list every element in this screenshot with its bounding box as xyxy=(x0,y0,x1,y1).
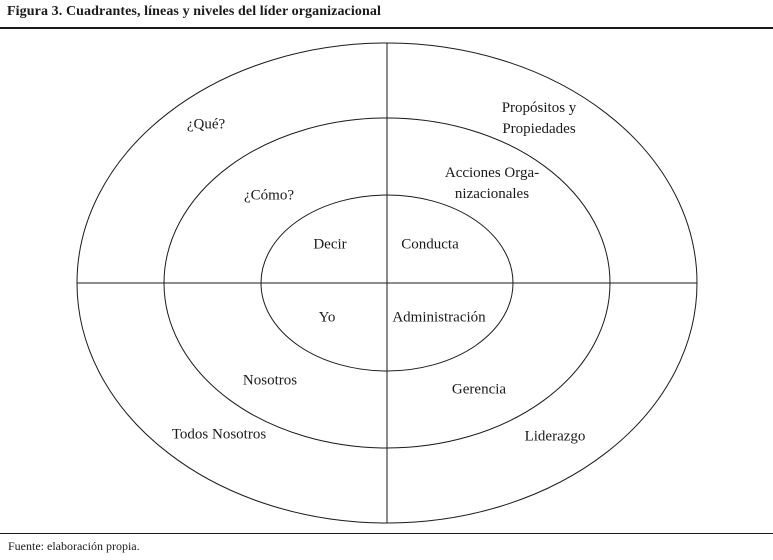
figure-title: Figura 3. Cuadrantes, líneas y niveles d… xyxy=(7,4,381,19)
label-inner-bottom-left: Yo xyxy=(318,309,336,326)
figure-source: Fuente: elaboración propia. xyxy=(8,539,140,553)
label-outer-top-left: ¿Qué? xyxy=(186,116,226,133)
label-outer-top-right: Propósitos y Propiedades xyxy=(501,100,577,137)
label-inner-top-right: Conducta xyxy=(401,236,459,253)
label-middle-top-left: ¿Cómo? xyxy=(244,187,294,204)
quadrant-diagram: ¿Qué? Propósitos y Propiedades ¿Cómo? Ac… xyxy=(0,28,773,533)
label-outer-bottom-right: Liderazgo xyxy=(524,428,586,445)
concentric-ellipses-graphic xyxy=(76,42,698,524)
label-inner-bottom-right: Administración xyxy=(392,309,486,326)
title-rule xyxy=(0,27,773,29)
label-middle-bottom-right: Gerencia xyxy=(451,381,507,398)
label-outer-bottom-left: Todos Nosotros xyxy=(171,426,267,443)
label-inner-top-left: Decir xyxy=(313,236,347,253)
footer-rule xyxy=(0,533,773,534)
label-middle-bottom-left: Nosotros xyxy=(242,372,298,389)
label-middle-top-right: Acciones Orga- nizacionales xyxy=(444,165,540,202)
